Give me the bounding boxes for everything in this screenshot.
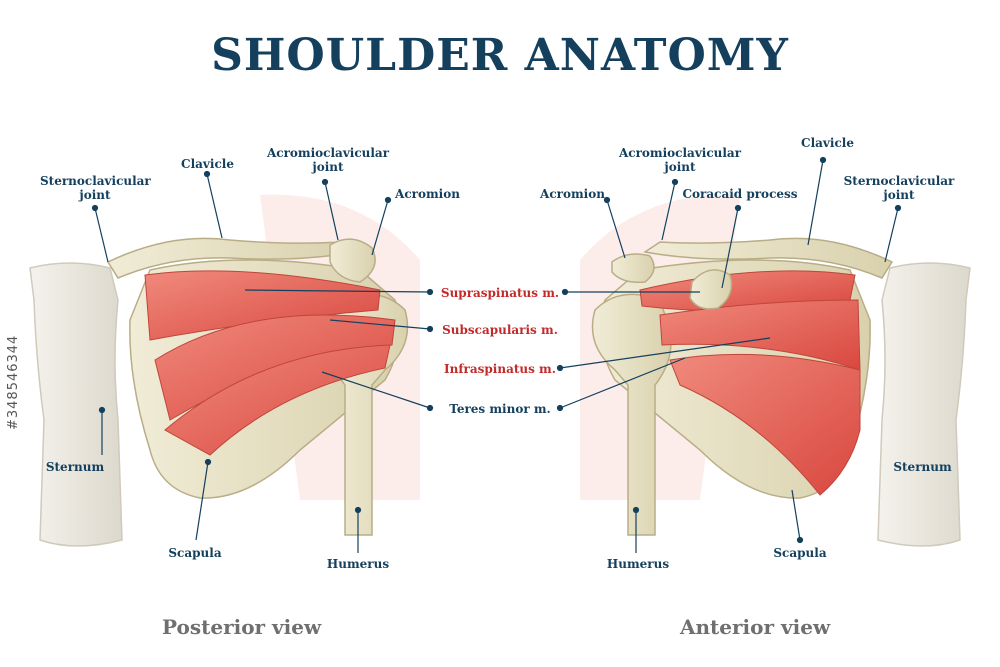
label-line: joint xyxy=(664,160,696,174)
leader-lines xyxy=(91,156,902,553)
acromion-bone xyxy=(611,253,655,284)
label-sternum-posterior: Sternum xyxy=(45,460,105,474)
label-acromioclavicular-joint-posterior: Acromioclavicular joint xyxy=(258,146,398,174)
teres-minor-muscle xyxy=(669,353,861,496)
label-infraspinatus: Infraspinatus m. xyxy=(444,362,556,376)
label-acromioclavicular-joint-anterior: Acromioclavicular joint xyxy=(610,146,750,174)
watermark-id: #348546344 xyxy=(6,334,21,430)
label-sternoclavicular-joint-anterior: Sternoclavicular joint xyxy=(840,174,958,202)
label-line: Sternoclavicular xyxy=(843,174,955,188)
coracoid-bone xyxy=(689,269,733,310)
posterior-diagram xyxy=(29,194,420,547)
label-clavicle-posterior: Clavicle xyxy=(181,157,234,171)
label-line: Acromioclavicular xyxy=(618,146,742,160)
acromion-bone xyxy=(329,238,376,283)
label-coracoid-process: Coracaid process xyxy=(682,187,798,201)
supraspinatus-muscle xyxy=(144,270,381,341)
label-humerus-posterior: Humerus xyxy=(326,557,390,571)
label-line: Sternoclavicular xyxy=(40,174,151,188)
label-supraspinatus: Supraspinatus m. xyxy=(440,286,560,300)
infraspinatus-muscle xyxy=(659,299,861,371)
label-line: joint xyxy=(312,160,344,174)
label-subscapularis: Subscapularis m. xyxy=(442,323,558,337)
sternum-bone xyxy=(877,262,971,547)
label-line: joint xyxy=(79,188,111,202)
label-sternoclavicular-joint-posterior: Sternoclavicular joint xyxy=(40,174,151,202)
label-scapula-posterior: Scapula xyxy=(168,546,222,560)
page-title: SHOULDER ANATOMY xyxy=(211,30,789,81)
anterior-view-caption: Anterior view xyxy=(680,615,831,639)
label-scapula-anterior: Scapula xyxy=(773,546,827,560)
label-sternum-anterior: Sternum xyxy=(893,460,952,474)
posterior-view-caption: Posterior view xyxy=(162,615,322,639)
label-clavicle-anterior: Clavicle xyxy=(801,136,854,150)
clavicle-bone xyxy=(643,237,894,279)
label-acromion-anterior: Acromion xyxy=(540,187,605,201)
teres-minor-muscle xyxy=(164,344,391,456)
sternum-bone xyxy=(29,262,123,547)
label-teres-minor: Teres minor m. xyxy=(449,402,551,416)
anterior-diagram xyxy=(580,194,971,547)
label-line: joint xyxy=(883,188,915,202)
label-humerus-anterior: Humerus xyxy=(606,557,670,571)
label-acromion-posterior: Acromion xyxy=(395,187,460,201)
label-line: Acromioclavicular xyxy=(266,146,390,160)
